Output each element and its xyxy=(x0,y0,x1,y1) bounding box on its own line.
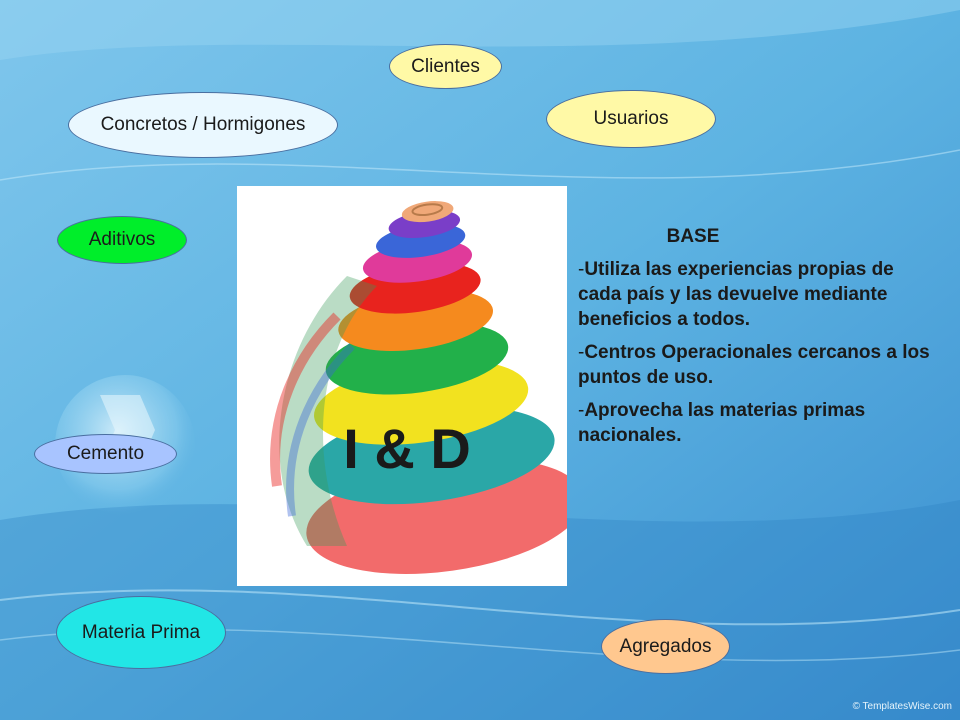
base-title: BASE xyxy=(666,226,720,247)
node-materia-prima: Materia Prima xyxy=(56,596,226,669)
node-agregados-label: Agregados xyxy=(619,635,712,657)
node-clientes-label: Clientes xyxy=(411,55,480,77)
node-aditivos-label: Aditivos xyxy=(88,229,156,250)
node-clientes: Clientes xyxy=(389,44,502,89)
node-aditivos: Aditivos xyxy=(57,216,187,264)
base-bullet-3: -Aprovecha las materias primas nacionale… xyxy=(578,400,866,446)
base-bullet-2: -Centros Operacionales cercanos a los pu… xyxy=(578,342,930,388)
watermark: © TemplatesWise.com xyxy=(852,701,952,712)
center-label: I & D xyxy=(343,417,471,480)
node-cemento: Cemento xyxy=(34,434,177,474)
node-cemento-label: Cemento xyxy=(66,443,145,464)
node-agregados: Agregados xyxy=(601,619,730,674)
node-concretos-label: Concretos / Hormigones xyxy=(100,114,306,135)
base-panel: BASE -Utiliza las experiencias propias d… xyxy=(578,224,938,456)
node-usuarios: Usuarios xyxy=(546,90,716,148)
base-bullet-3-text: Aprovecha las materias primas nacionales… xyxy=(578,400,866,446)
node-materia-prima-label: Materia Prima xyxy=(81,621,201,643)
base-bullet-1-text: Utiliza las experiencias propias de cada… xyxy=(578,259,894,330)
node-concretos: Concretos / Hormigones xyxy=(68,92,338,158)
center-image: I & D xyxy=(237,186,567,586)
base-bullet-1: -Utiliza las experiencias propias de cad… xyxy=(578,259,894,330)
node-usuarios-label: Usuarios xyxy=(593,108,669,129)
rainbow-shell-illustration xyxy=(270,201,567,574)
base-bullet-2-text: Centros Operacionales cercanos a los pun… xyxy=(578,342,930,388)
